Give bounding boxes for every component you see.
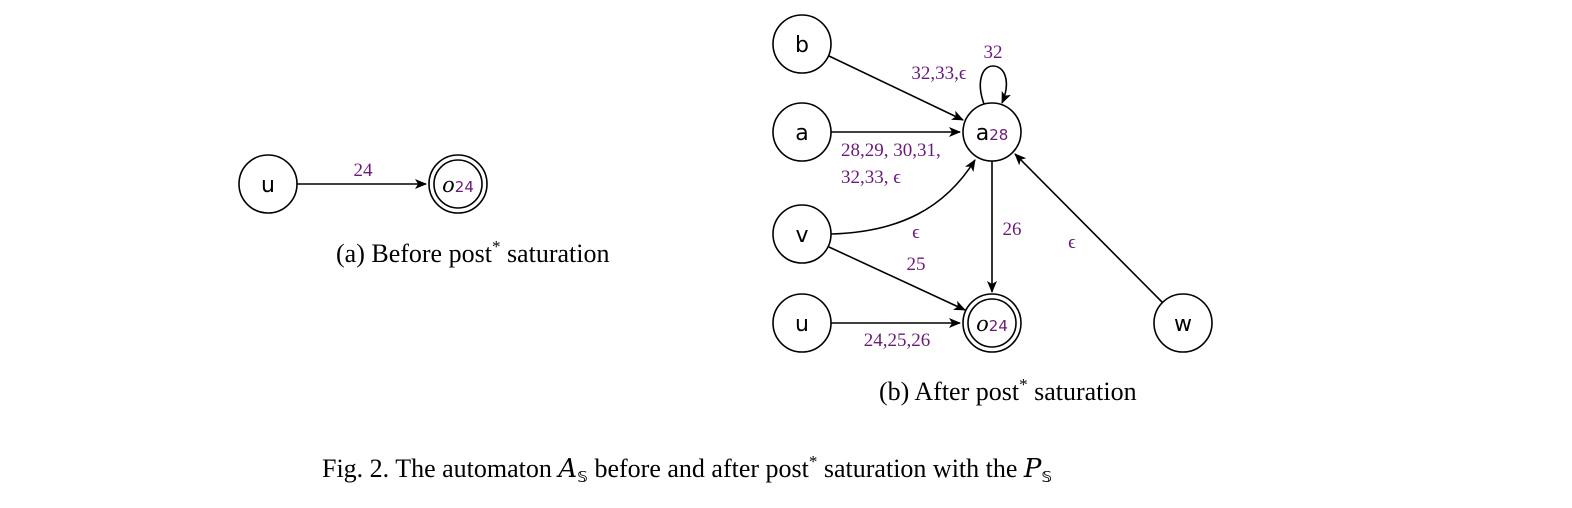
node-a-o24-sub: 24 — [455, 178, 474, 196]
edge-b-b-a28 — [828, 55, 964, 121]
node-b-b: b — [772, 14, 832, 74]
node-b-u-label: u — [795, 312, 809, 337]
figure-caption: Fig. 2. The automaton A𝕊 before and afte… — [322, 452, 1052, 486]
edge-b-a28-o24-label: 26 — [1003, 219, 1022, 240]
node-b-a28-sub: 28 — [989, 126, 1008, 144]
edge-b-self-loop-label: 32 — [984, 42, 1003, 63]
svg-text:o24: o24 — [442, 173, 474, 197]
svg-text:o24: o24 — [976, 312, 1008, 336]
node-b-v: v — [772, 204, 832, 264]
edge-b-self-loop — [979, 65, 1011, 105]
node-b-a: a — [772, 102, 832, 162]
edge-b-v-a28-label: ϵ — [912, 222, 920, 243]
node-b-o24-sub: 24 — [989, 317, 1008, 335]
svg-text:a28: a28 — [976, 121, 1009, 146]
edge-b-a-a28-label-line2: 32,33, ϵ — [841, 167, 901, 188]
node-a-u: u — [238, 154, 298, 214]
subfigure-b: 32 32,33,ϵ 28,29, 30,31, 32,33, ϵ ϵ 25 2… — [772, 14, 1213, 406]
node-a-o24-label: o — [442, 173, 455, 197]
subfigure-b-caption: (b) After post* saturation — [879, 375, 1137, 406]
node-b-a28-label: a — [976, 121, 989, 146]
edge-b-a-a28-label-line1: 28,29, 30,31, — [841, 140, 941, 161]
edge-b-b-a28-label: 32,33,ϵ — [911, 63, 967, 84]
pds-symbol: P — [1023, 454, 1042, 484]
node-b-v-label: v — [795, 223, 808, 248]
edge-b-v-o24-label: 25 — [907, 254, 926, 275]
edge-b-v-a28 — [830, 159, 976, 235]
node-a-u-label: u — [261, 173, 275, 198]
node-a-o24: o24 — [428, 154, 488, 214]
edge-b-w-a28-label: ϵ — [1068, 232, 1076, 253]
node-b-a-label: a — [795, 121, 808, 146]
edge-b-v-o24 — [828, 246, 966, 311]
automaton-symbol: A — [556, 454, 577, 484]
node-b-o24: o24 — [962, 293, 1022, 353]
node-b-b-label: b — [795, 33, 809, 58]
edge-a-u-o24-label: 24 — [354, 160, 374, 181]
node-b-o24-label: o — [976, 312, 989, 336]
node-b-w-label: w — [1174, 312, 1192, 337]
edge-b-u-o24-label: 24,25,26 — [864, 330, 931, 351]
node-b-u: u — [772, 293, 832, 353]
subfigure-a: u 24 o24 (a) Before post* saturation — [238, 154, 609, 268]
node-b-w: w — [1153, 293, 1213, 353]
edge-b-w-a28 — [1014, 153, 1163, 303]
node-b-a28: a28 — [962, 102, 1022, 162]
subfigure-a-caption: (a) Before post* saturation — [336, 237, 609, 268]
